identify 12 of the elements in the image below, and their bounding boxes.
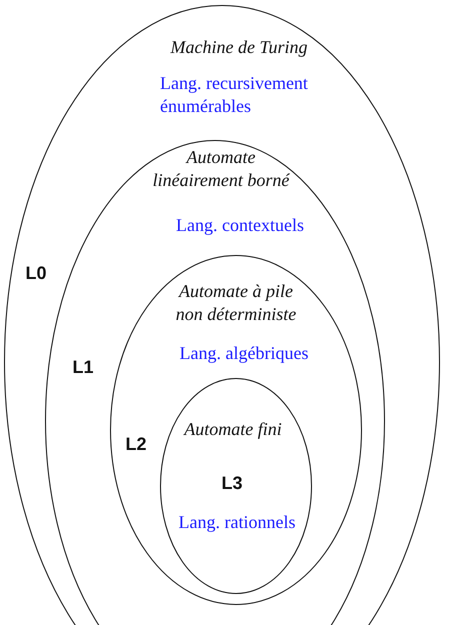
level-label: L3 [220, 472, 244, 495]
automaton-name: Automate fini [182, 418, 283, 441]
level-label: L2 [124, 433, 148, 456]
language-class: Lang. recursivement énumérables [160, 72, 309, 118]
automaton-name: Automate à pile non déterministe [174, 280, 298, 326]
language-class: Lang. contextuels [175, 214, 305, 237]
automaton-name: Automate linéairement borné [152, 146, 291, 192]
level-label: L0 [24, 262, 48, 285]
language-class: Lang. rationnels [178, 511, 296, 534]
level-label: L1 [71, 356, 94, 379]
language-class: Lang. algébriques [178, 342, 310, 365]
automaton-name: Machine de Turing [169, 36, 308, 59]
